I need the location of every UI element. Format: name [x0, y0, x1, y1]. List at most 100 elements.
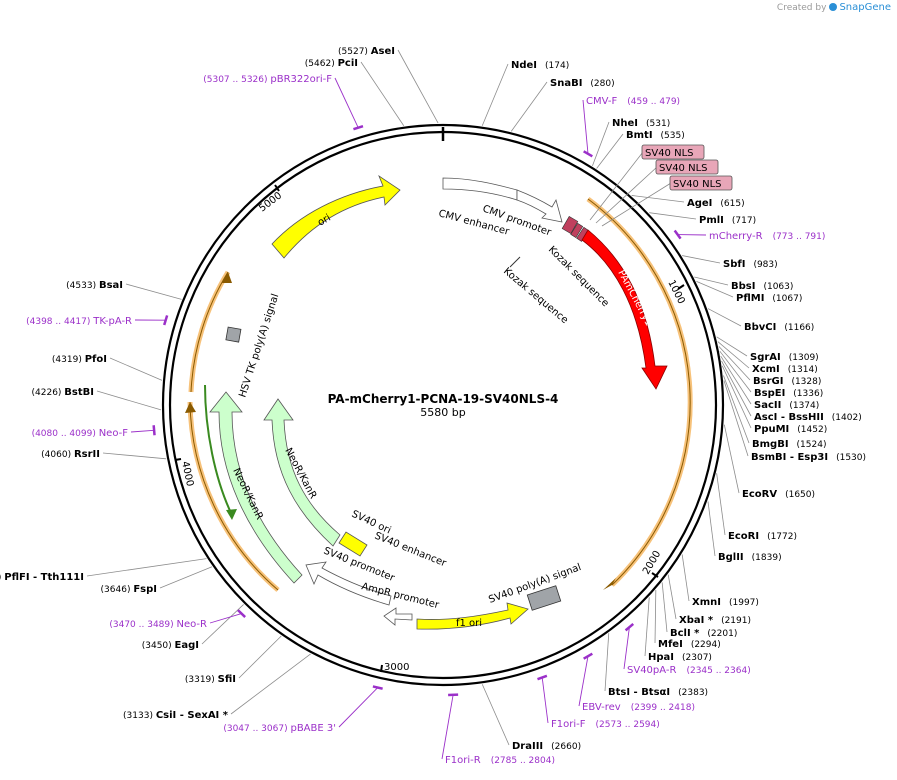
primer-position: (4398 .. 4417)	[26, 317, 93, 327]
primer-leader-line	[130, 429, 155, 433]
site-position: (3133)	[123, 711, 156, 721]
site-leader-line	[644, 597, 650, 657]
hsv-tk-polya-feature	[225, 326, 242, 343]
sv40-ori-label: SV40 ori	[350, 509, 393, 537]
primer-leader-line	[582, 99, 589, 154]
site-position: (174)	[545, 61, 569, 71]
site-leader-line	[707, 308, 742, 327]
site-bbvci: BbvCI(1166)	[707, 308, 814, 333]
site-sfii: (3319) SfiI	[185, 635, 282, 685]
primer-position: (2573 .. 2594)	[595, 720, 659, 730]
site-name: SgrAI(1309)	[750, 352, 819, 363]
backbone-outer-circle	[161, 123, 725, 687]
site-label: (5527) AseI	[338, 46, 395, 57]
site-position: (1530)	[836, 453, 866, 463]
primer-mark	[624, 622, 635, 632]
site-name: RsrII	[74, 449, 100, 460]
site-position: (1328)	[791, 377, 821, 387]
site-name: HpaI(2307)	[648, 652, 712, 663]
nls-box-leader-1	[589, 151, 644, 221]
primer-position: (5307 .. 5326)	[203, 75, 270, 85]
site-name: SfiI	[218, 674, 236, 685]
site-leader-line	[667, 574, 677, 620]
pamcherry1-label: PAmCherry1	[615, 268, 654, 328]
ruler-tick-4000	[174, 458, 182, 461]
ruler-tick-5000	[274, 184, 280, 192]
site-leader-line	[592, 121, 610, 166]
site-position: (1314)	[788, 365, 818, 375]
site-pcii: (5462) PciI	[305, 58, 405, 126]
site-label: (3662) PflFI - Tth111I	[0, 572, 84, 583]
primer-sv40pa-r: SV40pA-R(2345 .. 2364)	[623, 622, 751, 676]
site-name: BsaI	[99, 280, 123, 291]
site-name: BmtI(535)	[626, 130, 685, 141]
primer-name: Neo-R	[177, 619, 208, 630]
site-position: (1336)	[793, 389, 823, 399]
site-name: BsrGI(1328)	[753, 376, 821, 387]
nls-boxes: SV40 NLS SV40 NLS SV40 NLS	[589, 144, 733, 227]
site-leader-line	[716, 473, 726, 536]
primer-f1ori-r: F1ori-R(2785 .. 2804)	[441, 693, 555, 766]
site-name: NdeI(174)	[511, 60, 569, 71]
primer-leader-line	[209, 613, 242, 624]
site-name: EcoRI(1772)	[728, 531, 797, 542]
site-leader-line	[604, 633, 610, 692]
site-name: FspI	[133, 584, 157, 595]
cmv-enhancer-feature	[442, 177, 518, 201]
site-name: CsiI - SexAI *	[156, 710, 229, 721]
primer-mark	[163, 315, 169, 326]
site-leader-line	[481, 684, 510, 746]
site-bsai: (4533) BsaI	[66, 280, 182, 300]
site-position: (983)	[753, 260, 777, 270]
site-name: BsmBI - Esp3I(1530)	[751, 452, 866, 463]
site-position: (1166)	[784, 323, 814, 333]
site-leader-line	[649, 212, 697, 220]
ruler-label-3000: 3000	[384, 662, 409, 673]
site-position: (1374)	[789, 401, 819, 411]
site-leader-line	[596, 133, 624, 169]
site-name: SbfI(983)	[723, 259, 778, 270]
ori-feature	[271, 174, 401, 259]
site-leader-line	[718, 346, 751, 381]
nls-mark-1	[561, 216, 579, 234]
primer-leader-line	[441, 694, 454, 760]
site-name: AgeI(615)	[687, 198, 745, 209]
site-position: (1839)	[752, 553, 782, 563]
site-name: EagI	[175, 640, 199, 651]
primer-name: SV40pA-R	[627, 665, 676, 676]
kozak-mark-2	[509, 256, 521, 268]
site-label: (3646) FspI	[101, 584, 157, 595]
site-position: (1772)	[767, 532, 797, 542]
site-leader-line	[720, 355, 752, 405]
site-sbfi: SbfI(983)	[682, 255, 778, 270]
site-name: BmgBI(1524)	[752, 439, 826, 450]
cmv-promoter-feature	[516, 189, 563, 223]
site-position: (2307)	[682, 653, 712, 663]
site-rsrii: (4060) RsrII	[41, 449, 167, 460]
ruler-label-4000: 4000	[179, 460, 195, 487]
nls-box-2	[655, 159, 719, 175]
site-name: NheI(531)	[612, 118, 670, 129]
site-leader-line	[159, 566, 213, 589]
sv40-promoter-feature	[305, 561, 392, 606]
site-position: (3646)	[101, 585, 134, 595]
site-name: BbsI(1063)	[731, 281, 793, 292]
primer-label: SV40pA-R(2345 .. 2364)	[627, 665, 751, 676]
site-position: (1402)	[832, 413, 862, 423]
primer-position: (3470 .. 3489)	[109, 620, 176, 630]
nls-box-1-label: SV40 NLS	[645, 148, 694, 159]
site-position: (2294)	[691, 640, 721, 650]
primer-position: (4080 .. 4099)	[32, 429, 99, 439]
site-position: (4319)	[52, 355, 85, 365]
primer-name: mCherry-R	[709, 231, 763, 242]
primer-label: F1ori-R(2785 .. 2804)	[445, 755, 555, 766]
primer-leader-line	[623, 627, 630, 670]
site-name: PpuMI(1452)	[754, 424, 827, 435]
site-bcli: BclI *(2201)	[661, 582, 737, 639]
site-position: (1997)	[729, 598, 759, 608]
site-name: AseI	[371, 46, 395, 57]
primer-pbr322ori-f: (5307 .. 5326) pBR322ori-F	[203, 74, 364, 131]
site-position: (3319)	[185, 675, 218, 685]
primer-label: (5307 .. 5326) pBR322ori-F	[203, 74, 332, 85]
